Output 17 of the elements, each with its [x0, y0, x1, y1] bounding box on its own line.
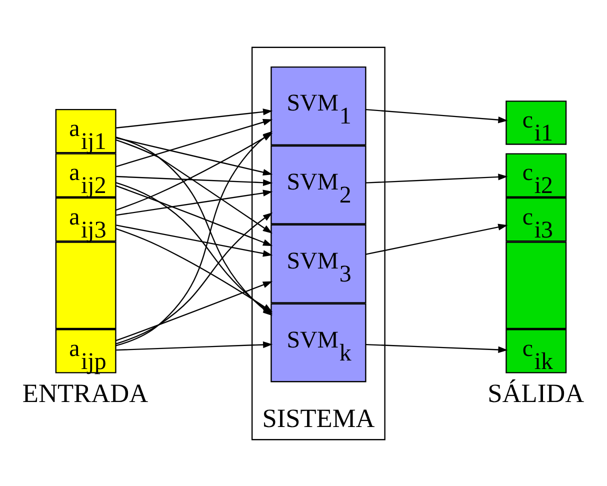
arrow	[116, 224, 273, 256]
node-box	[506, 241, 567, 329]
arrow	[116, 108, 273, 128]
arrow	[116, 136, 273, 176]
arrow	[366, 173, 508, 183]
arrow	[366, 223, 508, 254]
arrow	[116, 175, 273, 186]
label: ENTRADA	[22, 378, 148, 408]
arrow	[116, 340, 273, 350]
arrow	[116, 228, 273, 312]
arrow	[366, 108, 508, 123]
arrow	[116, 189, 273, 216]
node-box	[55, 241, 116, 329]
arrow	[116, 138, 272, 233]
arrow	[366, 343, 508, 353]
label: SÁLIDA	[488, 378, 584, 408]
arrow	[116, 184, 273, 246]
